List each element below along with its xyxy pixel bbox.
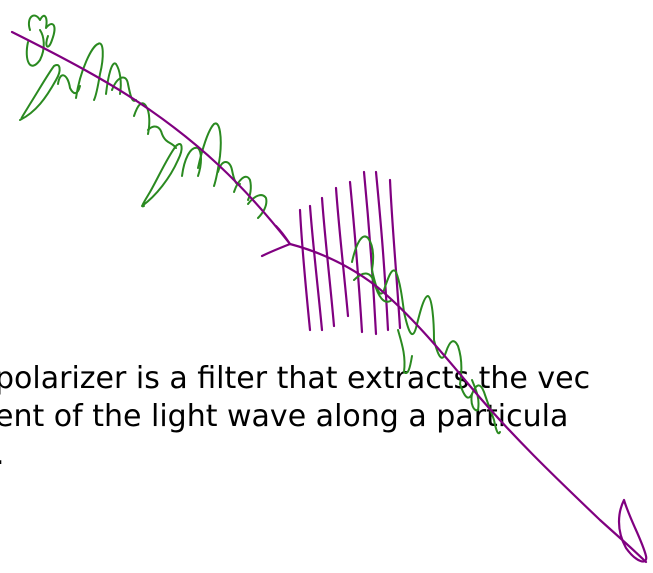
- wave-lobe-12: [197, 122, 222, 187]
- unpolarized-wave-sketch: [19, 14, 268, 219]
- wave-lobe-3: [19, 64, 61, 121]
- filter-line-5: [348, 180, 364, 334]
- polarized-wave-crossing: [470, 379, 480, 412]
- ray-segment-incoming: [10, 30, 292, 246]
- ray-arrowhead-2: [617, 498, 648, 563]
- light-ray: [10, 30, 648, 564]
- wave-lobe-15: [247, 194, 268, 219]
- filter-line-1: [298, 208, 312, 332]
- wave-lobe-9: [147, 125, 177, 149]
- wave-lobe-11: [181, 146, 202, 177]
- slide-caption: polarizer is a filter that extracts the …: [0, 360, 653, 474]
- filter-line-7: [374, 170, 390, 332]
- polarized-wave-dip: [397, 329, 413, 374]
- filter-line-6: [362, 170, 378, 336]
- wave-lobe-13: [217, 161, 241, 186]
- wave-lobe-7: [111, 76, 137, 102]
- wave-lobe-5: [75, 42, 104, 101]
- wave-lobe-2: [25, 29, 45, 67]
- polarized-wave: [351, 235, 501, 435]
- ray-arrowhead-1: [260, 224, 292, 258]
- caption-line-1: polarizer is a filter that extracts the …: [0, 361, 591, 396]
- ray-segment-outgoing: [288, 242, 648, 564]
- caption-line-2: ent of the light wave along a particula: [0, 399, 569, 434]
- wave-lobe-1: [28, 14, 56, 48]
- wave-lobe-6: [105, 62, 122, 95]
- filter-line-2: [308, 204, 324, 332]
- filter-line-4: [334, 186, 350, 318]
- caption-line-3: .: [0, 436, 653, 474]
- filter-line-3: [320, 196, 336, 328]
- wave-lobe-10: [141, 142, 183, 208]
